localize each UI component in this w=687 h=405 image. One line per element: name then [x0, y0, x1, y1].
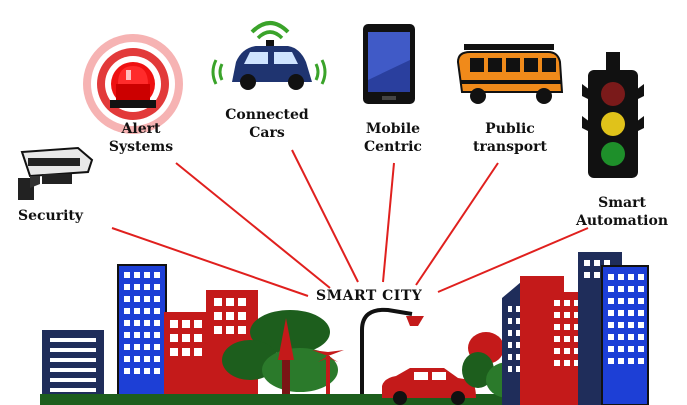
connected-car-icon	[211, 21, 327, 90]
label-connected-cars: Connected Cars	[220, 106, 314, 142]
node-label-line1: Alert	[121, 121, 161, 137]
node-label-line1: Security	[18, 208, 84, 224]
label-smart-automation: Smart Automation	[572, 194, 672, 230]
node-label-line2: Systems	[108, 139, 174, 155]
connector-transport	[415, 162, 499, 286]
node-label-line2: transport	[473, 139, 547, 155]
center-label: SMART CITY	[316, 288, 423, 304]
node-label-line1: Smart	[598, 195, 646, 211]
node-label-line2: Automation	[575, 213, 669, 229]
label-mobile-centric: Mobile Centric	[354, 120, 432, 156]
traffic-light-icon	[582, 52, 644, 178]
label-alert-systems: Alert Systems	[104, 120, 178, 156]
connector-mobile	[382, 162, 395, 283]
bus-icon	[456, 44, 564, 104]
palm-tree	[312, 350, 344, 396]
node-label-line1: Mobile	[365, 121, 421, 137]
label-public-transport: Public transport	[468, 120, 552, 156]
tree	[250, 310, 330, 354]
alarm-siren-icon	[83, 34, 183, 134]
connector-lines	[111, 149, 589, 297]
node-label-line2: Cars	[249, 125, 285, 141]
node-label-line1: Connected	[225, 107, 309, 123]
connector-automation	[437, 227, 589, 293]
connector-cars	[291, 149, 359, 283]
connector-security	[111, 227, 309, 297]
tree	[462, 352, 494, 388]
cityscape	[40, 252, 649, 405]
street-lamp	[360, 307, 413, 405]
cctv-camera-icon	[18, 146, 94, 200]
label-security: Security	[18, 207, 83, 225]
building	[42, 330, 104, 405]
smartphone-icon	[363, 24, 415, 104]
connector-alert	[175, 162, 331, 289]
red-car	[382, 368, 476, 405]
node-label-line1: Public	[485, 121, 535, 137]
node-label-line2: Centric	[364, 139, 422, 155]
